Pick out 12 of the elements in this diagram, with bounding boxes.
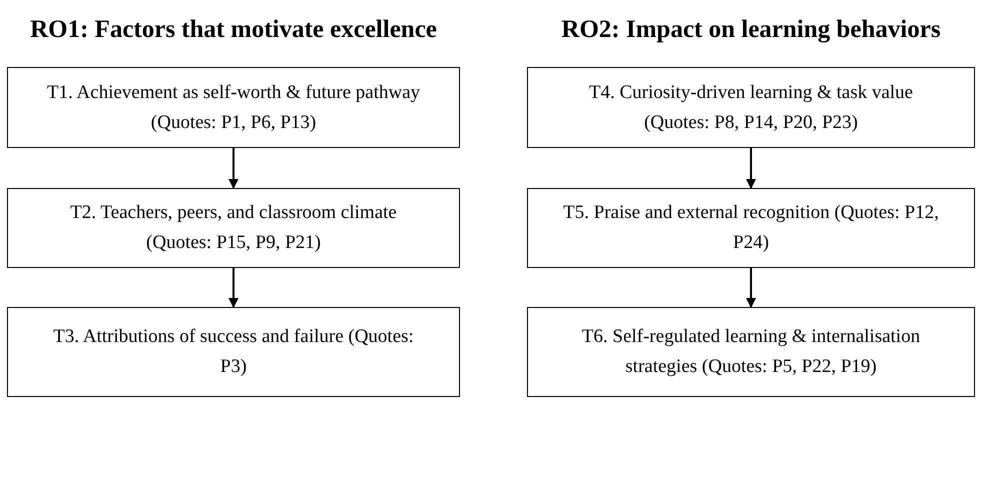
- arrow: [228, 148, 238, 189]
- theme-box: T4. Curiosity-driven learning & task value (Quotes: P8, P14, P20, P23): [527, 67, 975, 148]
- arrow: [746, 148, 756, 189]
- theme-box: T2. Teachers, peers, and classroom climate (Quotes: P15, P9, P21): [7, 188, 460, 268]
- theme-box: T1. Achievement as self-worth & future pathway (Quotes: P1, P6, P13): [7, 67, 460, 148]
- arrow: [746, 268, 756, 308]
- column-heading: RO2: Impact on learning behaviors: [560, 15, 942, 45]
- theme-box: T3. Attributions of success and failure (Quotes: P3): [7, 307, 460, 397]
- theme-box: T5. Praise and external recognition (Quotes: P12, P24): [527, 188, 975, 268]
- arrow: [228, 268, 238, 308]
- theme-box: T6. Self-regulated learning & internalisation strategies (Quotes: P5, P22, P19): [527, 307, 975, 397]
- column-heading: RO1: Factors that motivate excellence: [29, 15, 438, 45]
